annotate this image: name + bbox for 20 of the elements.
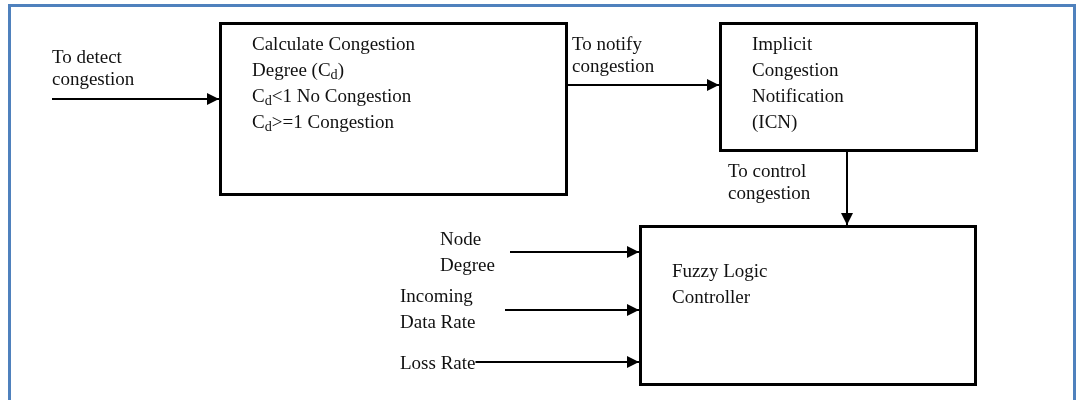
arrow [509, 246, 640, 258]
box-text: Calculate Congestion Degree (C$_{d}$) [252, 32, 417, 83]
edge-label: To detect congestion [52, 46, 136, 90]
edge-label: To control congestion [728, 160, 812, 204]
arrow [474, 356, 640, 368]
process-box [639, 225, 977, 386]
input-label: Incoming Data Rate [400, 284, 477, 334]
arrow [51, 93, 220, 105]
edge-label: To notify congestion [572, 33, 656, 77]
arrow [504, 304, 640, 316]
box-text: C$_{d}$>=1 Congestion [252, 110, 396, 135]
box-text: Implicit Congestion Notification (ICN) [752, 32, 845, 134]
box-text: Fuzzy Logic Controller [672, 259, 769, 309]
arrow [567, 79, 720, 91]
input-label: Loss Rate [400, 351, 476, 375]
arrow [841, 151, 853, 226]
input-label: Node Degree [440, 227, 496, 277]
process-box [719, 22, 978, 152]
box-text: C$_{d}$<1 No Congestion [252, 84, 413, 109]
process-box [219, 22, 568, 196]
